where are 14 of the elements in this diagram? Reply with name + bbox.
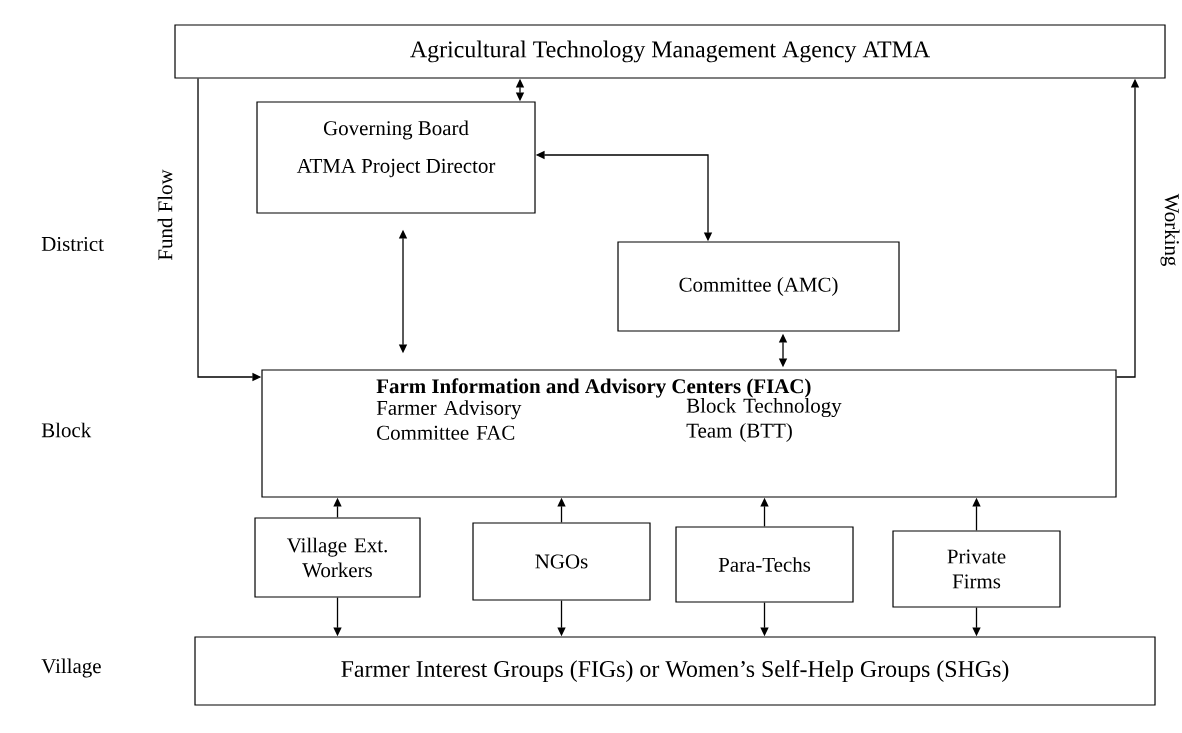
- level-label: District: [41, 236, 104, 251]
- process-box: Para-Techs: [675, 526, 854, 603]
- process-box: Village Ext. Workers: [254, 517, 421, 598]
- process-box: Committee (AMC): [617, 241, 900, 332]
- level-label: Block: [41, 422, 92, 438]
- edge-label: Fund Flow: [157, 169, 173, 260]
- process-box: Farmer Interest Groups (FIGs) or Women’s Self-Help Groups (SHGs): [194, 636, 1156, 706]
- process-box: Private Firms: [892, 530, 1061, 608]
- process-box: Governing Board ATMA Project Director: [256, 101, 536, 214]
- level-label: Village: [41, 658, 101, 678]
- process-box: Agricultural Technology Management Agency ATMA: [174, 24, 1166, 79]
- process-box: Farm Information and Advisory Centers (FIAC) Farmer Advisory Committee FAC Block Technology Team (BTT): [261, 369, 1117, 498]
- edge-label: Working: [1160, 193, 1180, 266]
- process-box: NGOs: [472, 522, 651, 601]
